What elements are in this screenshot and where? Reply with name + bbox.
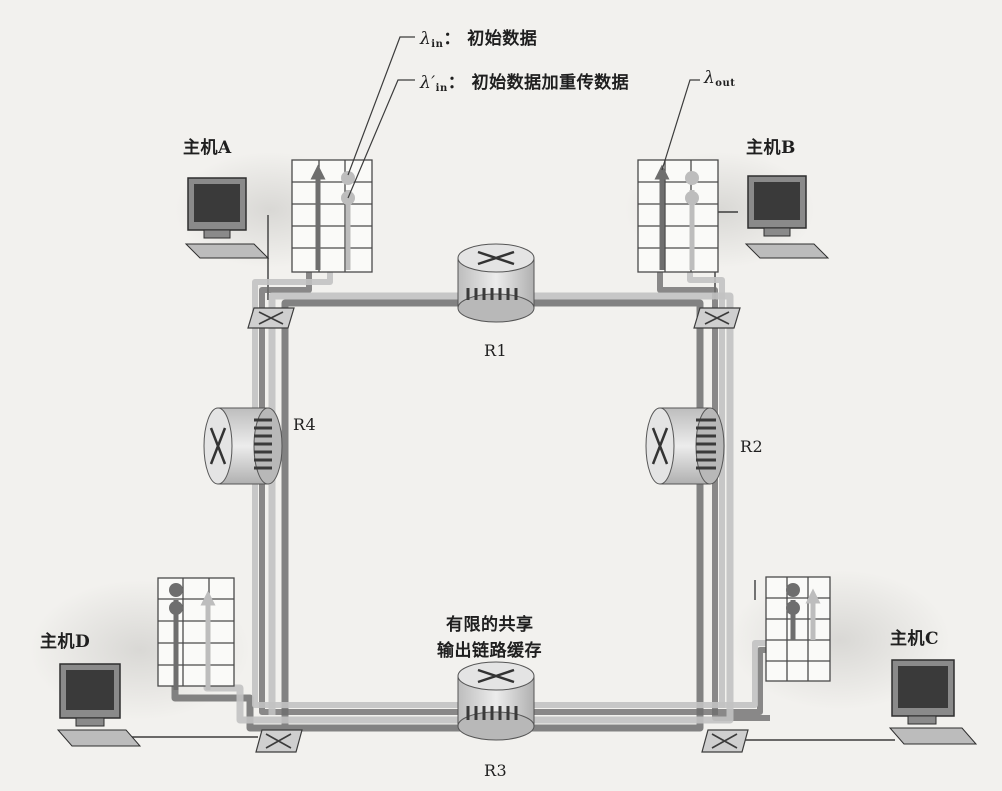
router-r3-label: R3 [484,761,508,780]
router-r1-icon [457,243,535,323]
switch-bottom-left [255,729,303,753]
host-c-label: 主机C [890,629,940,649]
router-r4-label: R4 [293,415,317,434]
computer-host-c-icon [888,659,978,745]
flow-light-path [203,292,734,724]
buffer-table-a [291,159,373,273]
lambda-prime-symbol: λ′ [420,73,436,93]
router-r2-icon [645,407,725,485]
switch-top-left [247,307,295,329]
lambda-prime-sub: in [435,83,448,94]
lambda-out-symbol: λ [704,68,716,88]
buffer-table-b [637,159,719,273]
legend-lambda-in: λin： 初始数据 [420,24,537,50]
lambda-out-sub: out [715,78,736,89]
router-r4-icon [203,407,283,485]
router-r2-label: R2 [740,437,764,456]
lambda-symbol: λ [420,29,432,49]
buffer-markers [169,164,821,690]
router-r3-icon [457,661,535,741]
host-d-label: 主机D [40,632,91,652]
legend-text: ： 初始数据 [443,29,538,49]
host-a-label: 主机A [183,138,232,158]
buffer-label-line2: 输出链路缓存 [437,641,542,661]
legend-lambda-in-prime: λ′in： 初始数据加重传数据 [420,68,629,94]
router-r1-label: R1 [484,341,508,360]
legend-lambda-out: λout [704,68,735,89]
host-b-label: 主机B [746,138,796,158]
switch-bottom-right [701,729,749,753]
switch-top-right [693,307,741,329]
buffer-table-d [157,577,235,687]
buffer-label-line1: 有限的共享 [446,615,534,635]
legend-leader-lines [347,36,700,199]
computer-host-a-icon [184,177,270,259]
lambda-sub: in [431,39,444,50]
computer-host-b-icon [744,175,830,259]
legend-prime-text: ： 初始数据加重传数据 [447,73,630,93]
computer-host-d-icon [56,663,142,747]
